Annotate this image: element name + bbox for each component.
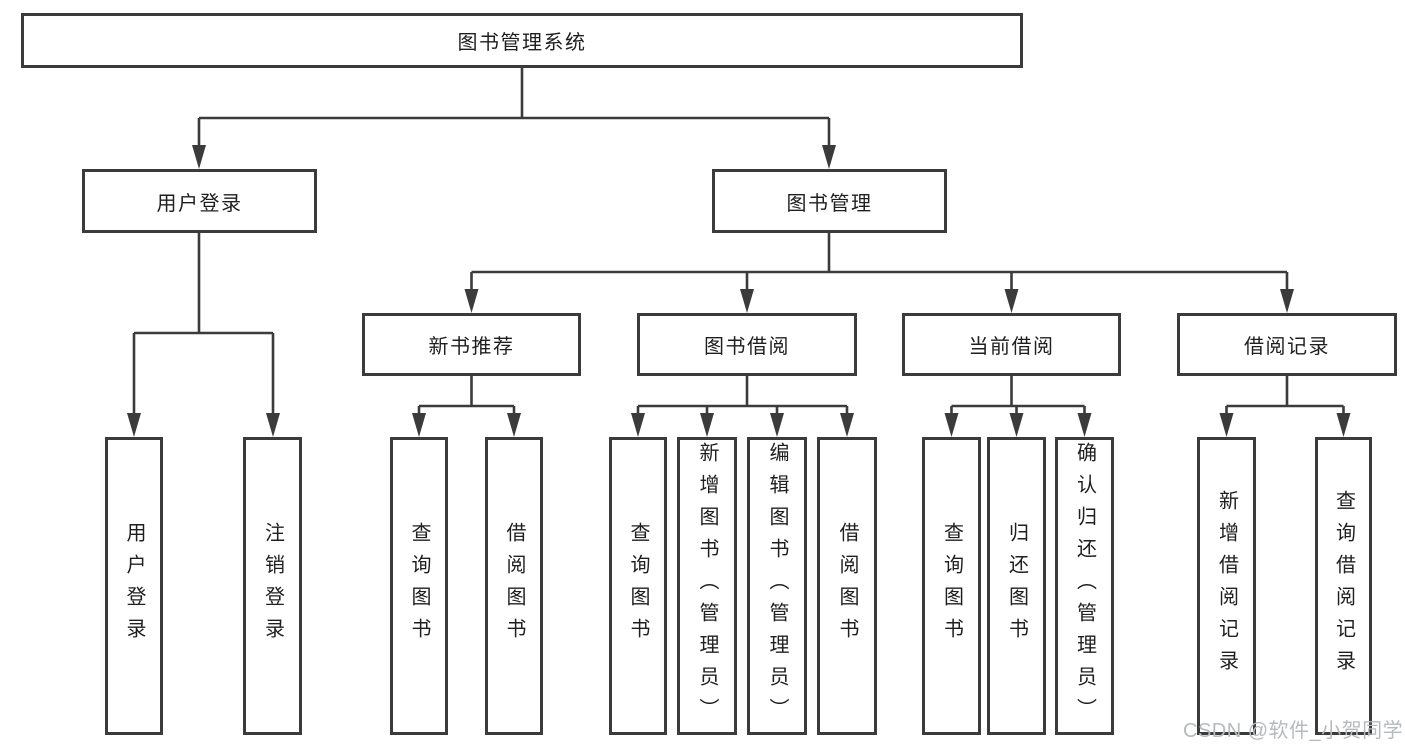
node-borrow-records-label: 借阅记录 [1244,336,1330,358]
arrowhead-icon [740,289,754,313]
node-new-book-recommend-label: 新书推荐 [428,336,515,358]
arrowhead-icon [192,145,206,169]
arrowhead-icon [507,413,521,437]
arrowhead-icon [1336,413,1351,437]
node-current-borrow-label: 当前借阅 [968,336,1055,358]
arrowhead-icon [127,413,141,437]
arrowhead-icon [464,289,479,313]
leaf-user-login-label: 用户登录 [123,522,145,650]
node-book-borrow-label: 图书借阅 [704,336,790,358]
leaf-return-book-label: 归还图书 [1005,522,1028,650]
node-user-login-label: 用户登录 [156,192,243,215]
leaf-edit-book-admin: 编辑图书（管理员） [747,437,807,735]
leaf-logout-label: 注销登录 [261,522,284,650]
arrowhead-icon [822,145,836,169]
arrowhead-icon [1077,413,1092,437]
leaf-add-borrow-record-label: 新增借阅记录 [1215,490,1238,682]
arrowhead-icon [1009,413,1024,437]
leaf-confirm-return-admin-label: 确认归还（管理员） [1073,442,1096,730]
node-root-label: 图书管理系统 [457,32,587,54]
node-book-management-label: 图书管理 [786,192,873,215]
arrowhead-icon [770,413,784,437]
leaf-query-book-recommend: 查询图书 [390,437,448,735]
leaf-edit-book-admin-label: 编辑图书（管理员） [766,442,788,730]
node-new-book-recommend: 新书推荐 [362,313,581,376]
arrowhead-icon [266,413,280,437]
leaf-query-book-borrow-label: 查询图书 [627,522,649,650]
arrowhead-icon [1219,413,1234,437]
node-root: 图书管理系统 [21,13,1023,68]
leaf-add-book-admin-label: 新增图书（管理员） [696,442,718,730]
node-borrow-records: 借阅记录 [1177,313,1397,376]
leaf-user-login: 用户登录 [105,437,163,735]
leaf-query-book-borrow: 查询图书 [609,437,667,735]
arrowhead-icon [944,413,959,437]
arrowhead-icon [412,413,426,437]
leaf-borrow-book-recommend-label: 借阅图书 [503,522,525,650]
leaf-query-book-current: 查询图书 [922,437,981,735]
arrowhead-icon [700,413,714,437]
leaf-borrow-book-borrow-label: 借阅图书 [836,522,858,650]
leaf-query-borrow-record: 查询借阅记录 [1315,437,1372,735]
leaf-add-book-admin: 新增图书（管理员） [677,437,737,735]
leaf-query-borrow-record-label: 查询借阅记录 [1332,490,1355,682]
arrowhead-icon [1280,289,1294,313]
leaf-confirm-return-admin: 确认归还（管理员） [1055,437,1114,735]
leaf-add-borrow-record: 新增借阅记录 [1197,437,1256,735]
leaf-query-book-current-label: 查询图书 [940,522,963,650]
leaf-logout: 注销登录 [243,437,302,735]
arrowhead-icon [1004,289,1019,313]
leaf-borrow-book-borrow: 借阅图书 [817,437,877,735]
leaf-borrow-book-recommend: 借阅图书 [485,437,543,735]
node-user-login: 用户登录 [82,169,317,233]
node-book-borrow: 图书借阅 [637,313,857,376]
node-current-borrow: 当前借阅 [902,313,1121,376]
arrowhead-icon [840,413,854,437]
leaf-return-book: 归还图书 [987,437,1046,735]
arrowhead-icon [631,413,645,437]
leaf-query-book-recommend-label: 查询图书 [408,522,430,650]
watermark: CSDN @软件_小贺同学 [1183,720,1404,742]
node-book-management: 图书管理 [712,169,947,233]
